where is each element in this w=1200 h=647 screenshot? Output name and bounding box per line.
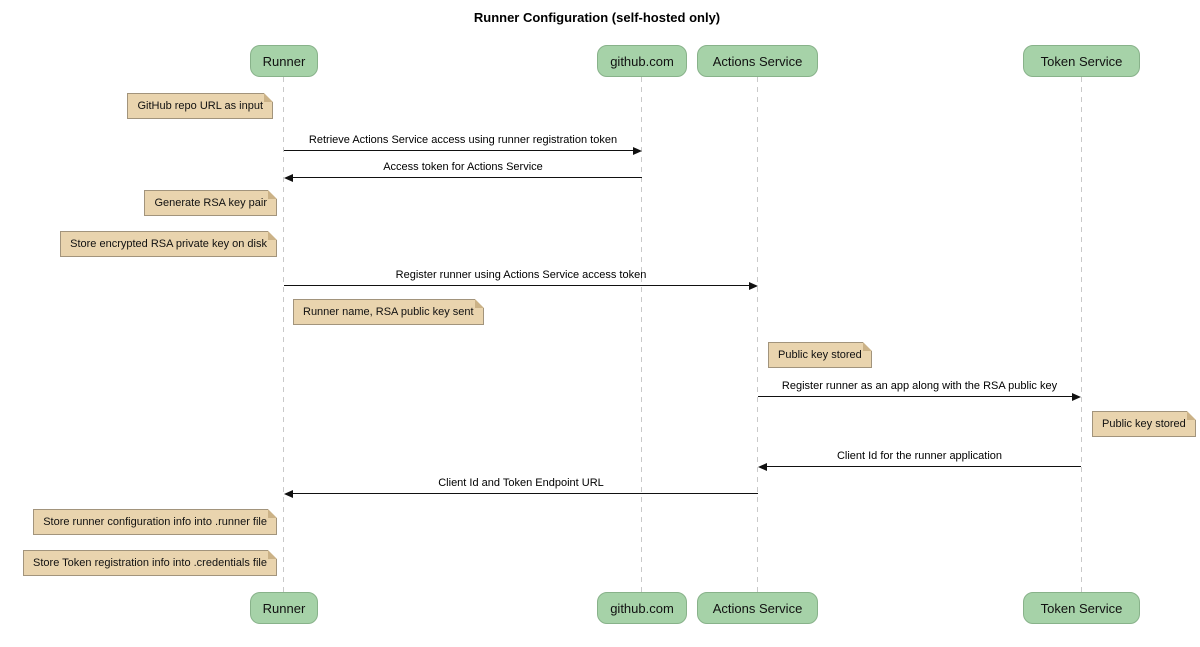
- diagram-title: Runner Configuration (self-hosted only): [473, 10, 721, 25]
- note-text: Runner name, RSA public key sent: [303, 306, 474, 318]
- arrowhead-right-icon: [1072, 393, 1081, 401]
- note-store-runner-file: Store runner configuration info into .ru…: [33, 509, 277, 535]
- participant-actions-service-bottom: Actions Service: [697, 592, 818, 624]
- note-store-private-key: Store encrypted RSA private key on disk: [60, 231, 277, 257]
- lifeline-github: [641, 77, 642, 592]
- message-line: [292, 493, 758, 494]
- arrowhead-left-icon: [758, 463, 767, 471]
- note-fold-icon: [474, 299, 484, 308]
- note-text: Store runner configuration info into .ru…: [43, 516, 267, 528]
- note-text: Public key stored: [778, 349, 862, 361]
- message-line: [292, 177, 642, 178]
- message-label: Retrieve Actions Service access using ru…: [308, 134, 618, 146]
- arrowhead-left-icon: [284, 174, 293, 182]
- note-text: Public key stored: [1102, 418, 1186, 430]
- message-label: Client Id for the runner application: [836, 450, 1003, 462]
- participant-github-bottom: github.com: [597, 592, 687, 624]
- lifeline-actions-service: [757, 77, 758, 592]
- message-label: Register runner as an app along with the…: [781, 380, 1058, 392]
- arrowhead-left-icon: [284, 490, 293, 498]
- note-fold-icon: [264, 93, 273, 102]
- note-text: Store Token registration info into .cred…: [33, 557, 267, 569]
- note-fold-icon: [268, 509, 277, 518]
- message-label: Register runner using Actions Service ac…: [395, 269, 647, 281]
- note-fold-icon: [268, 231, 277, 240]
- note-store-credentials-file: Store Token registration info into .cred…: [23, 550, 277, 576]
- note-fold-icon: [268, 190, 277, 199]
- participant-runner-top: Runner: [250, 45, 318, 77]
- arrowhead-right-icon: [749, 282, 758, 290]
- note-fold-icon: [1186, 411, 1196, 420]
- note-generate-rsa: Generate RSA key pair: [144, 190, 277, 216]
- note-public-key-stored-token: Public key stored: [1092, 411, 1196, 437]
- note-github-repo-url: GitHub repo URL as input: [127, 93, 273, 119]
- message-line: [284, 150, 634, 151]
- note-fold-icon: [862, 342, 872, 351]
- note-text: Generate RSA key pair: [154, 197, 267, 209]
- participant-runner-bottom: Runner: [250, 592, 318, 624]
- note-public-key-stored-actions: Public key stored: [768, 342, 872, 368]
- note-runner-name-sent: Runner name, RSA public key sent: [293, 299, 484, 325]
- message-label: Client Id and Token Endpoint URL: [438, 477, 604, 489]
- arrowhead-right-icon: [633, 147, 642, 155]
- message-line: [766, 466, 1081, 467]
- participant-token-service-top: Token Service: [1023, 45, 1140, 77]
- message-label: Access token for Actions Service: [383, 161, 543, 173]
- participant-actions-service-top: Actions Service: [697, 45, 818, 77]
- note-text: Store encrypted RSA private key on disk: [70, 238, 267, 250]
- participant-github-top: github.com: [597, 45, 687, 77]
- note-fold-icon: [268, 550, 277, 559]
- note-text: GitHub repo URL as input: [137, 100, 263, 112]
- message-line: [758, 396, 1073, 397]
- lifeline-runner: [283, 77, 284, 592]
- lifeline-token-service: [1081, 77, 1082, 592]
- participant-token-service-bottom: Token Service: [1023, 592, 1140, 624]
- message-line: [284, 285, 750, 286]
